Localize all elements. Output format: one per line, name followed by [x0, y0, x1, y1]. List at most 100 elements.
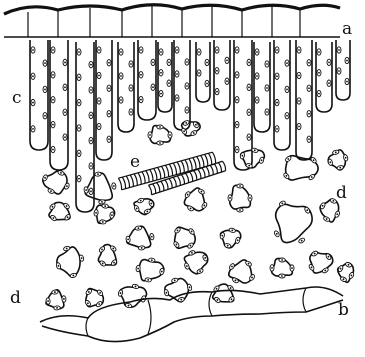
chloroplast	[337, 265, 343, 272]
chloroplast	[255, 73, 259, 79]
chloroplast	[97, 123, 101, 129]
chloroplast	[275, 47, 279, 53]
palisade-cell	[274, 40, 290, 150]
chloroplast	[298, 237, 306, 244]
chloroplast	[229, 228, 236, 234]
chloroplast	[325, 253, 332, 261]
palisade-cell	[138, 40, 156, 120]
chloroplast	[247, 84, 251, 90]
chloroplast	[49, 203, 56, 210]
chloroplast	[109, 212, 114, 219]
chloroplast	[139, 72, 143, 78]
chloroplast	[228, 195, 232, 201]
spongy-cell	[181, 120, 200, 137]
chloroplast	[63, 202, 70, 209]
spongy-cell	[164, 278, 193, 303]
spongy-cell	[98, 245, 117, 268]
chloroplast	[126, 236, 131, 243]
chloroplast	[119, 49, 123, 55]
chloroplast	[185, 107, 189, 113]
chloroplast	[187, 284, 193, 291]
chloroplast	[215, 88, 219, 94]
spongy-cell	[228, 184, 252, 212]
chloroplast	[327, 80, 331, 86]
chloroplast	[57, 170, 64, 176]
chloroplast	[270, 265, 274, 271]
chloroplast	[265, 109, 269, 115]
palisade-cell	[174, 40, 190, 130]
chloroplast	[245, 260, 253, 267]
spongy-cell	[184, 188, 208, 212]
chloroplast	[77, 99, 81, 105]
chloroplast	[110, 259, 117, 266]
label-a: a	[342, 19, 352, 39]
spongy-cell	[308, 250, 333, 274]
chloroplast	[190, 130, 198, 137]
chloroplast	[308, 173, 315, 180]
spongy-cell	[273, 200, 312, 244]
chloroplast	[345, 57, 349, 63]
palisade-cell	[214, 40, 230, 110]
chloroplast	[224, 243, 231, 249]
palisade-cell	[30, 40, 48, 150]
chloroplast	[248, 195, 252, 201]
chloroplast	[187, 242, 194, 249]
chloroplast	[119, 97, 123, 103]
chloroplast	[31, 73, 35, 79]
chloroplast	[297, 72, 301, 78]
chloroplast	[135, 226, 142, 231]
chloroplast	[175, 71, 179, 77]
spongy-cell	[46, 290, 67, 311]
chloroplast	[64, 182, 70, 189]
spongy-cell	[126, 226, 155, 251]
chloroplast	[235, 146, 239, 152]
chloroplast	[149, 233, 154, 240]
chloroplast	[31, 99, 35, 105]
chloroplast	[255, 97, 259, 103]
chloroplast	[77, 49, 81, 55]
chloroplast	[157, 125, 163, 129]
chloroplast	[225, 57, 229, 63]
chloroplast	[98, 246, 105, 253]
chloroplast	[290, 265, 294, 271]
chloroplast	[235, 237, 241, 244]
spongy-cell	[134, 197, 155, 214]
chloroplast	[94, 209, 99, 216]
chloroplast	[184, 262, 190, 269]
chloroplast	[50, 214, 57, 221]
chloroplast	[118, 289, 124, 296]
chloroplast	[215, 47, 219, 53]
spongy-cell	[118, 284, 147, 309]
chloroplast	[43, 60, 47, 66]
chloroplast	[275, 99, 279, 105]
chloroplast	[129, 109, 133, 115]
chloroplast	[198, 188, 206, 195]
chloroplast	[99, 260, 106, 267]
spongy-cell	[173, 227, 195, 249]
spongy-cell	[184, 250, 209, 275]
chloroplast	[323, 216, 330, 222]
chloroplast	[52, 290, 59, 295]
chloroplast	[89, 87, 93, 93]
chloroplast	[279, 258, 285, 262]
chloroplast	[311, 250, 319, 257]
upper-epidermis	[4, 5, 340, 37]
chloroplast	[320, 202, 326, 209]
chloroplast	[145, 277, 152, 282]
chloroplast	[297, 123, 301, 129]
chloroplast	[327, 59, 331, 65]
palisade-cell	[76, 42, 94, 212]
chloroplast	[247, 134, 251, 140]
palisade-cell	[196, 42, 210, 102]
chloroplast	[63, 246, 70, 252]
chloroplast	[249, 274, 256, 282]
chloroplast	[107, 60, 111, 66]
chloroplast	[332, 150, 339, 156]
chloroplast	[255, 49, 259, 55]
palisade-cell	[158, 42, 172, 112]
chloroplast	[125, 303, 132, 309]
label-b: b	[338, 300, 349, 320]
chloroplast	[201, 202, 208, 210]
chloroplast	[215, 68, 219, 74]
